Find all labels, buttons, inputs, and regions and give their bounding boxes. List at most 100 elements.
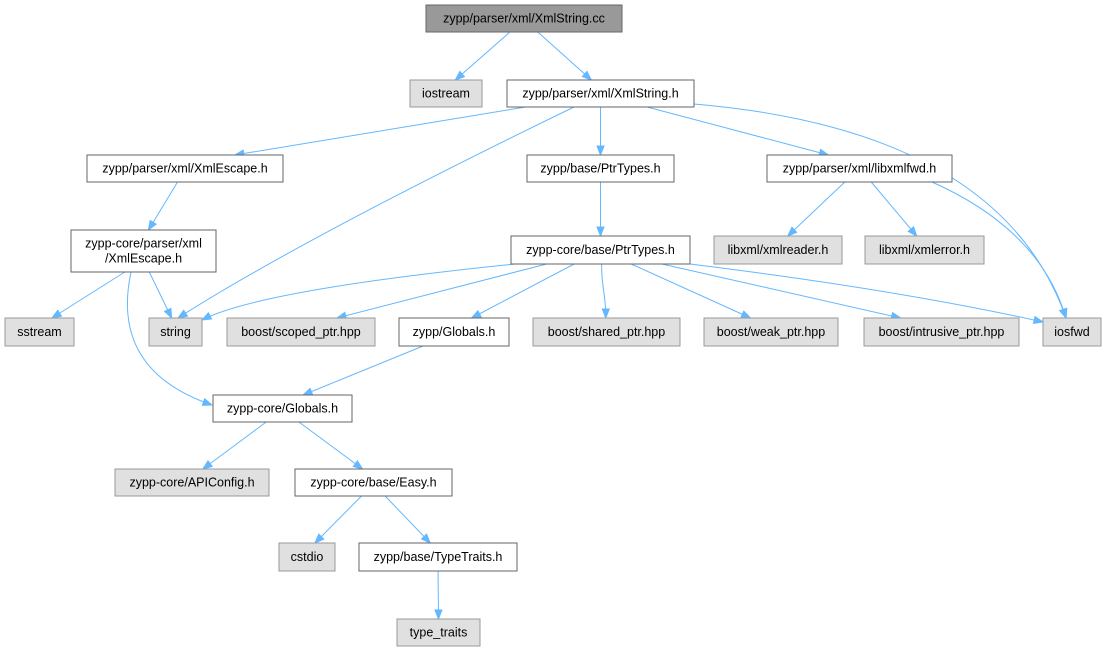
edge-libxmlfwd_h-to-iosfwd (931, 181, 1067, 319)
edge-easy_h-to-cstdio (314, 495, 362, 544)
node-apiconfig-h: zypp-core/APIConfig.h (114, 468, 270, 497)
node-box (226, 317, 376, 347)
edge-core_ptrtypes_h-to-string-arrowhead (200, 311, 213, 321)
node-iosfwd: iosfwd (1042, 317, 1102, 347)
edge-core_ptrtypes_h-to-intrusive_ptr (661, 263, 901, 319)
node-xmlstring-cc[interactable]: zypp/parser/xml/XmlString.cc (425, 4, 623, 33)
node-label: zypp-core/base/Easy.h (310, 476, 436, 490)
edge-core_globals_h-to-easy_h (298, 421, 363, 470)
node-label: string (160, 325, 191, 339)
node-label: boost/weak_ptr.hpp (717, 325, 825, 339)
node-xmlstring-h[interactable]: zypp/parser/xml/XmlString.h (506, 79, 695, 108)
nodes-layer: zypp/parser/xml/XmlString.cc iostream zypp… (4, 4, 1102, 647)
node-cstdio: cstdio (278, 542, 336, 572)
node-box (358, 542, 518, 572)
edge-core_xmlescape_h-to-sstream (51, 271, 126, 319)
edge-core_xmlescape_h-to-core_globals_h-arrowhead (201, 397, 214, 406)
edge-core_xmlescape_h-to-sstream-arrowhead (50, 309, 63, 319)
edge-core_ptrtypes_h-to-globals_h-arrowhead (470, 309, 482, 319)
node-label: zypp/parser/xml/libxmlfwd.h (783, 162, 937, 176)
edge-xmlstring_h-to-string-arrowhead (176, 309, 189, 319)
edge-xmlstring_cc-to-iostream (455, 31, 511, 81)
node-label: type_traits (410, 626, 468, 640)
node-box (294, 468, 453, 497)
node-box (1042, 317, 1102, 347)
node-label: zypp-core/base/PtrTypes.h (526, 243, 675, 257)
node-label: iosfwd (1054, 325, 1089, 339)
node-label: boost/shared_ptr.hpp (548, 325, 665, 339)
edge-core_globals_h-to-apiconfig_h (202, 421, 267, 470)
node-label: zypp/parser/xml/XmlEscape.h (102, 162, 267, 176)
node-string: string (148, 317, 203, 347)
edge-core_ptrtypes_h-to-scoped_ptr (336, 263, 547, 319)
node-label: zypp-core/APIConfig.h (129, 476, 254, 490)
edge-xmlstring_h-to-string (177, 106, 575, 319)
node-shared-ptr: boost/shared_ptr.hpp (532, 317, 681, 347)
node-label: zypp/base/PtrTypes.h (540, 162, 660, 176)
edge-base_ptrtypes_h-to-core_ptrtypes_h-arrowhead (596, 226, 605, 238)
edge-core_globals_h-to-apiconfig_h-arrowhead (201, 459, 214, 470)
node-box (532, 317, 681, 347)
edge-core_ptrtypes_h-to-weak_ptr-arrowhead (740, 310, 752, 319)
node-globals-h[interactable]: zypp/Globals.h (398, 317, 510, 347)
node-scoped-ptr: boost/scoped_ptr.hpp (226, 317, 376, 347)
edge-xmlstring_cc-to-iostream-arrowhead (454, 70, 466, 81)
edge-libxmlfwd_h-to-xmlreader_h (787, 181, 846, 237)
edge-globals_h-to-core_globals_h (302, 345, 424, 396)
node-label: zypp-core/parser/xml (85, 237, 202, 251)
node-libxmlfwd-h[interactable]: zypp/parser/xml/libxmlfwd.h (766, 154, 953, 183)
edge-core_ptrtypes_h-to-globals_h (471, 263, 575, 319)
edge-core_ptrtypes_h-to-string (201, 263, 516, 321)
node-weak-ptr: boost/weak_ptr.hpp (703, 317, 839, 347)
node-box (713, 235, 843, 265)
edge-core_xmlescape_h-to-string-arrowhead (163, 307, 173, 320)
edge-globals_h-to-core_globals_h-arrowhead (301, 387, 314, 396)
edge-libxmlfwd_h-to-xmlerror_h (870, 181, 918, 237)
node-core-globals-h[interactable]: zypp-core/Globals.h (212, 394, 353, 423)
node-box (526, 154, 675, 183)
edge-libxmlfwd_h-to-xmlreader_h-arrowhead (786, 226, 798, 237)
edge-xmlstring_cc-to-xmlstring_h-arrowhead (581, 70, 593, 81)
node-label: boost/intrusive_ptr.hpp (879, 325, 1005, 339)
node-label: zypp/parser/xml/XmlString.h (522, 87, 678, 101)
node-core-ptrtypes-h[interactable]: zypp-core/base/PtrTypes.h (510, 235, 691, 265)
node-intrusive-ptr: boost/intrusive_ptr.hpp (863, 317, 1020, 347)
node-label: libxml/xmlerror.h (879, 243, 970, 257)
edge-core_ptrtypes_h-to-iosfwd (689, 263, 1044, 323)
node-xmlescape-h[interactable]: zypp/parser/xml/XmlEscape.h (86, 154, 284, 183)
node-core-xmlescape-h[interactable]: zypp-core/parser/xml/XmlEscape.h (70, 229, 217, 273)
node-box (766, 154, 953, 183)
node-box (70, 229, 217, 273)
node-label: sstream (17, 325, 61, 339)
edge-libxmlfwd_h-to-xmlerror_h-arrowhead (907, 226, 918, 238)
edge-easy_h-to-typetraits_h-arrowhead (420, 533, 432, 544)
node-box (510, 235, 691, 265)
node-label: libxml/xmlreader.h (728, 243, 829, 257)
edge-xmlstring_cc-to-xmlstring_h (537, 31, 592, 81)
node-label: zypp/Globals.h (413, 325, 496, 339)
edge-easy_h-to-cstdio-arrowhead (314, 533, 325, 544)
edge-core_xmlescape_h-to-core_globals_h (127, 271, 213, 406)
edge-libxmlfwd_h-to-iosfwd-arrowhead (1059, 307, 1068, 320)
edge-xmlstring_h-to-iosfwd (693, 103, 1067, 319)
node-label: /XmlEscape.h (105, 252, 182, 266)
node-label: boost/scoped_ptr.hpp (241, 325, 361, 339)
node-xmlerror-h: libxml/xmlerror.h (864, 235, 985, 265)
edge-core_globals_h-to-easy_h-arrowhead (352, 459, 364, 470)
edge-typetraits_h-to-type_traits-arrowhead (434, 609, 443, 621)
node-box (396, 618, 481, 647)
node-type-traits: type_traits (396, 618, 481, 647)
node-box (506, 79, 695, 108)
node-label: iostream (422, 87, 470, 101)
node-iostream: iostream (409, 79, 483, 108)
edge-easy_h-to-typetraits_h (384, 495, 431, 544)
node-typetraits-h[interactable]: zypp/base/TypeTraits.h (358, 542, 518, 572)
edge-core_ptrtypes_h-to-shared_ptr-arrowhead (601, 308, 611, 320)
node-easy-h[interactable]: zypp-core/base/Easy.h (294, 468, 453, 497)
node-box (278, 542, 336, 572)
edge-xmlstring_h-to-base_ptrtypes_h-arrowhead (596, 145, 605, 157)
node-base-ptrtypes-h[interactable]: zypp/base/PtrTypes.h (526, 154, 675, 183)
node-box (864, 235, 985, 265)
edge-xmlstring_h-to-libxmlfwd_h (646, 106, 829, 156)
